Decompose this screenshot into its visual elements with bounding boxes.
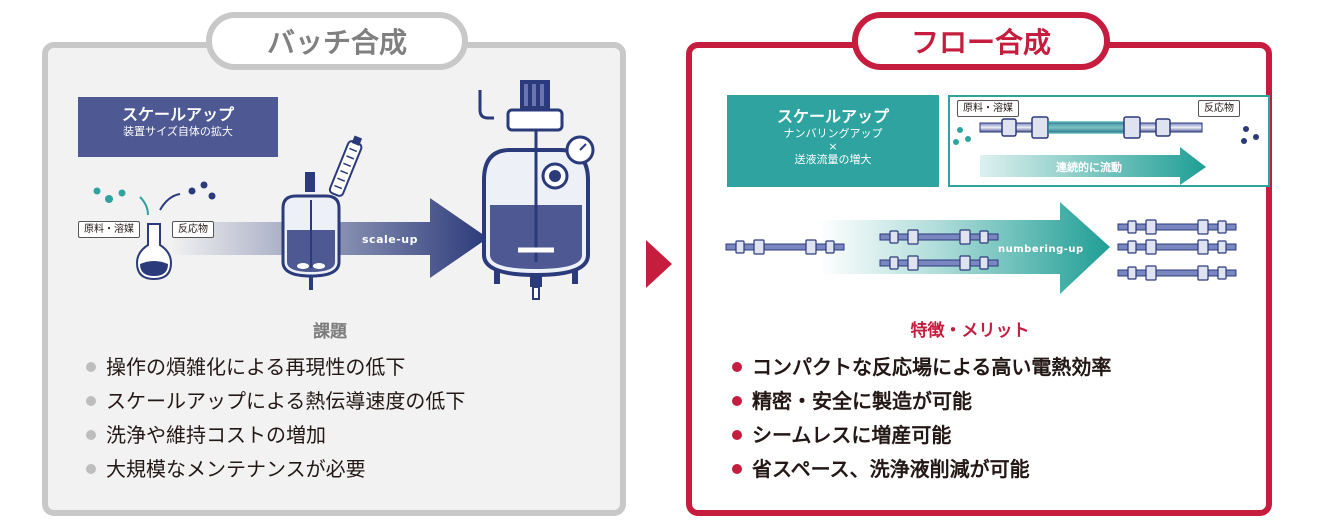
transition-arrow-icon [646, 240, 672, 288]
flow-product-label: 反応物 [1198, 100, 1240, 117]
bullet-icon [86, 362, 96, 372]
continuous-flow-label: 連続的に流動 [1056, 160, 1122, 174]
list-item-text: コンパクトな反応場による高い電熱効率 [752, 355, 1112, 379]
flow-raw-molecules-icon [953, 127, 971, 145]
batch-issues-heading: 課題 [313, 322, 347, 342]
reaction-arrow-icon [139, 196, 149, 216]
bullet-icon [86, 430, 96, 440]
flow-title: フロー合成 [852, 12, 1110, 70]
flow-merits-heading: 特徴・メリット [910, 321, 1030, 341]
bullet-icon [86, 464, 96, 474]
batch-illustration: scale-up [93, 80, 595, 300]
batch-scaleup-badge: スケールアップ 装置サイズ自体の拡大 [78, 97, 278, 157]
list-item-text: 洗浄や維持コストの増加 [106, 423, 326, 447]
bullet-icon [732, 464, 742, 474]
list-item-text: 大規模なメンテナンスが必要 [106, 457, 366, 481]
multi-reactor-3-icon [1117, 265, 1237, 281]
flow-badge-line2: × [828, 140, 838, 153]
batch-badge-title: スケールアップ [121, 105, 234, 124]
bullet-icon [86, 396, 96, 406]
list-item: スケールアップによる熱伝導速度の低下 [86, 384, 465, 418]
list-item: 洗浄や維持コストの増加 [86, 418, 465, 452]
numbering-up-illustration: numbering-up [725, 202, 1237, 294]
flow-reactor-tube-icon [979, 116, 1203, 139]
list-item: シームレスに増産可能 [732, 418, 1111, 452]
flow-raw-label: 原料・溶媒 [957, 100, 1019, 117]
batch-raw-label: 原料・溶媒 [78, 221, 140, 238]
list-item: 操作の煩雑化による再現性の低下 [86, 350, 465, 384]
batch-badge-subtitle: 装置サイズ自体の拡大 [123, 125, 233, 138]
numbering-up-arrow [820, 202, 1110, 294]
flow-product-molecules-icon [1241, 126, 1259, 144]
flow-badge-line3: 送液流量の増大 [794, 153, 872, 166]
list-item-text: 省スペース、洗浄液削減が可能 [752, 457, 1030, 481]
flask-icon [135, 223, 173, 281]
raw-molecules-icon [93, 187, 126, 203]
batch-issues-list: 操作の煩雑化による再現性の低下 スケールアップによる熱伝導速度の低下 洗浄や維持… [86, 350, 465, 486]
list-item: コンパクトな反応場による高い電熱効率 [732, 350, 1111, 384]
flow-badge-title: スケールアップ [776, 107, 889, 126]
flow-badge-line1: ナンバリングアップ [783, 127, 883, 140]
large-reactor-icon [478, 80, 595, 300]
multi-reactor-2-icon [1117, 239, 1237, 255]
flow-scaleup-badge: スケールアップ ナンバリングアップ × 送液流量の増大 [727, 95, 939, 187]
single-reactor-icon [725, 239, 845, 255]
flow-schematic-illustration: 連続的に流動 [953, 116, 1259, 185]
bullet-icon [732, 430, 742, 440]
list-item-text: シームレスに増産可能 [752, 423, 952, 447]
bullet-icon [732, 396, 742, 406]
flow-merits-list: コンパクトな反応場による高い電熱効率 精密・安全に製造が可能 シームレスに増産可… [732, 350, 1111, 486]
list-item: 精密・安全に製造が可能 [732, 384, 1111, 418]
numbering-up-label: numbering-up [998, 244, 1084, 255]
product-molecules-icon [188, 181, 216, 200]
list-item: 大規模なメンテナンスが必要 [86, 452, 465, 486]
bullet-icon [732, 362, 742, 372]
continuous-flow-arrow [980, 147, 1206, 185]
multi-reactor-1-icon [1117, 219, 1237, 235]
list-item-text: 操作の煩雑化による再現性の低下 [106, 355, 406, 379]
small-reactor-icon [281, 135, 363, 290]
scale-up-label: scale-up [362, 233, 418, 246]
list-item-text: 精密・安全に製造が可能 [752, 389, 972, 413]
batch-product-label: 反応物 [172, 221, 214, 238]
batch-title: バッチ合成 [206, 12, 468, 70]
list-item-text: スケールアップによる熱伝導速度の低下 [106, 389, 466, 413]
list-item: 省スペース、洗浄液削減が可能 [732, 452, 1111, 486]
